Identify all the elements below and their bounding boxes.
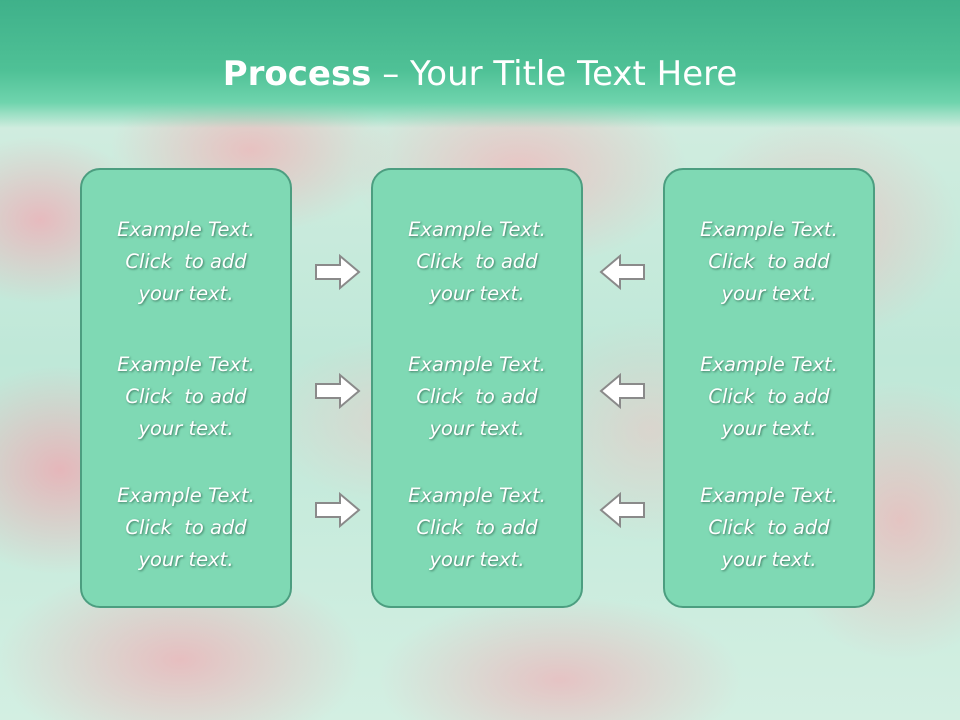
text-line: your text. (429, 417, 525, 440)
text-line: your text. (429, 548, 525, 571)
text-line: Example Text. (408, 218, 546, 241)
title-rest: – Your Title Text Here (371, 54, 738, 94)
title-bar (0, 0, 960, 128)
text-line: Click to add (708, 516, 830, 539)
placeholder-text-block[interactable]: Example Text. Click to add your text. (82, 214, 290, 310)
text-line: your text. (138, 417, 234, 440)
left-arrow-icon[interactable] (597, 371, 647, 411)
process-panel-center[interactable]: Example Text. Click to add your text. Ex… (371, 168, 583, 608)
text-line: Example Text. (700, 353, 838, 376)
slide-title[interactable]: Process – Your Title Text Here (0, 52, 960, 96)
text-line: Example Text. (408, 353, 546, 376)
text-line: Example Text. (700, 218, 838, 241)
text-line: Click to add (125, 516, 247, 539)
process-panel-right[interactable]: Example Text. Click to add your text. Ex… (663, 168, 875, 608)
title-bold: Process (222, 54, 372, 94)
left-arrow-icon[interactable] (597, 490, 647, 530)
right-arrow-icon[interactable] (313, 252, 363, 292)
placeholder-text-block[interactable]: Example Text. Click to add your text. (373, 480, 581, 576)
placeholder-text-block[interactable]: Example Text. Click to add your text. (665, 214, 873, 310)
placeholder-text-block[interactable]: Example Text. Click to add your text. (82, 480, 290, 576)
text-line: Example Text. (408, 484, 546, 507)
placeholder-text-block[interactable]: Example Text. Click to add your text. (665, 480, 873, 576)
right-arrow-icon[interactable] (313, 371, 363, 411)
text-line: Click to add (416, 385, 538, 408)
placeholder-text-block[interactable]: Example Text. Click to add your text. (665, 349, 873, 445)
text-line: Click to add (125, 250, 247, 273)
text-line: Example Text. (117, 353, 255, 376)
placeholder-text-block[interactable]: Example Text. Click to add your text. (82, 349, 290, 445)
text-line: Example Text. (700, 484, 838, 507)
text-line: Click to add (416, 516, 538, 539)
text-line: Example Text. (117, 484, 255, 507)
right-arrow-icon[interactable] (313, 490, 363, 530)
text-line: your text. (721, 282, 817, 305)
placeholder-text-block[interactable]: Example Text. Click to add your text. (373, 349, 581, 445)
text-line: your text. (721, 417, 817, 440)
text-line: Click to add (416, 250, 538, 273)
text-line: Click to add (708, 385, 830, 408)
text-line: Click to add (125, 385, 247, 408)
text-line: Example Text. (117, 218, 255, 241)
text-line: Click to add (708, 250, 830, 273)
left-arrow-icon[interactable] (597, 252, 647, 292)
process-panel-left[interactable]: Example Text. Click to add your text. Ex… (80, 168, 292, 608)
text-line: your text. (138, 282, 234, 305)
text-line: your text. (138, 548, 234, 571)
placeholder-text-block[interactable]: Example Text. Click to add your text. (373, 214, 581, 310)
text-line: your text. (721, 548, 817, 571)
text-line: your text. (429, 282, 525, 305)
